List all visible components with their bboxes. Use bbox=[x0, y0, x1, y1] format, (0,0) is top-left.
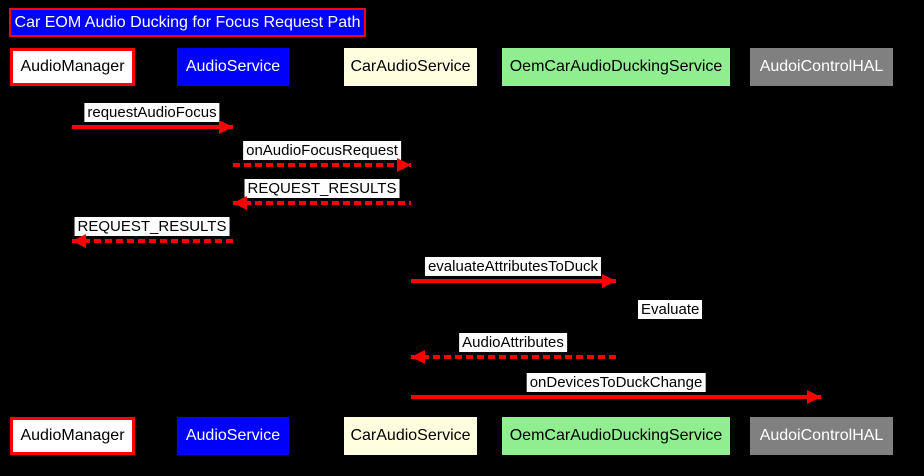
message-label-audio-attributes: AudioAttributes bbox=[459, 333, 567, 352]
participant-oemcaraudioduckingservice-top: OemCarAudioDuckingService bbox=[502, 48, 730, 86]
arrowhead-left-icon bbox=[233, 196, 247, 210]
diagram-title: Car EOM Audio Ducking for Focus Request … bbox=[9, 8, 366, 37]
arrowhead-right-icon bbox=[602, 274, 616, 288]
arrowhead-right-icon bbox=[219, 120, 233, 134]
message-label-request-audio-focus: requestAudioFocus bbox=[84, 103, 220, 122]
participant-caraudioservice-bottom: CarAudioService bbox=[344, 417, 477, 455]
message-line-request-results-2 bbox=[72, 239, 233, 243]
participant-audioservice-top: AudioService bbox=[177, 48, 289, 86]
arrowhead-right-icon bbox=[397, 158, 411, 172]
participant-audioservice-bottom: AudioService bbox=[177, 417, 289, 455]
message-label-request-results-2: REQUEST_RESULTS bbox=[74, 217, 230, 236]
arrowhead-left-icon bbox=[411, 350, 425, 364]
participant-audiomanager-bottom: AudioManager bbox=[10, 417, 135, 455]
message-line-evaluate-attributes-to-duck bbox=[411, 279, 616, 283]
message-label-request-results-1: REQUEST_RESULTS bbox=[244, 179, 400, 198]
arrowhead-left-icon bbox=[72, 234, 86, 248]
participant-caraudioservice-top: CarAudioService bbox=[344, 48, 477, 86]
message-line-audio-attributes bbox=[411, 355, 616, 359]
message-label-evaluate-attributes-to-duck: evaluateAttributesToDuck bbox=[424, 257, 602, 276]
participant-audiocontrolhal-bottom: AudoiControlHAL bbox=[750, 417, 893, 455]
participant-audiocontrolhal-top: AudoiControlHAL bbox=[750, 48, 893, 86]
arrowhead-right-icon bbox=[807, 390, 821, 404]
message-label-evaluate-self: Evaluate bbox=[638, 300, 703, 319]
message-line-on-audio-focus-request bbox=[233, 163, 411, 167]
participant-audiomanager-top: AudioManager bbox=[10, 48, 135, 86]
message-line-on-devices-to-duck-change bbox=[411, 395, 821, 399]
message-line-request-results-1 bbox=[233, 201, 411, 205]
message-label-on-audio-focus-request: onAudioFocusRequest bbox=[243, 141, 401, 160]
participant-oemcaraudioduckingservice-bottom: OemCarAudioDuckingService bbox=[502, 417, 730, 455]
message-label-on-devices-to-duck-change: onDevicesToDuckChange bbox=[526, 373, 706, 392]
message-line-request-audio-focus bbox=[72, 125, 233, 129]
